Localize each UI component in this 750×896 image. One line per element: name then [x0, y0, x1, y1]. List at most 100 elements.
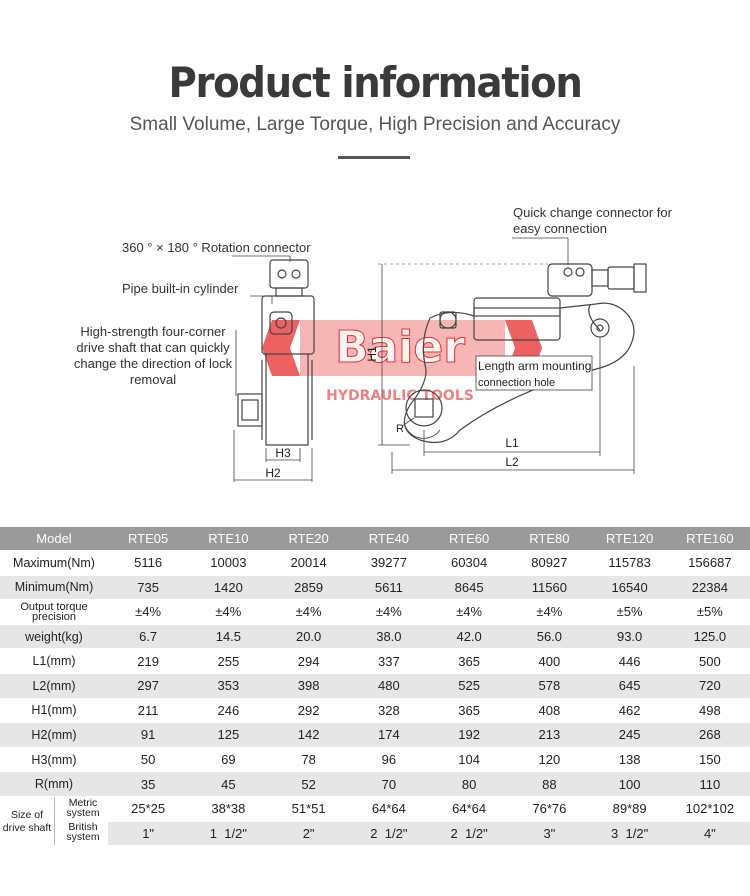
- table-cell: 353: [188, 673, 269, 699]
- watermark-sub: HYDRAULIC TOOLS: [326, 388, 474, 404]
- table-cell: 64*64: [348, 796, 429, 822]
- table-cell: 52: [268, 771, 349, 797]
- table-cell: 735: [108, 575, 189, 601]
- table-cell: 297: [108, 673, 189, 699]
- table-cell: 60304: [429, 550, 510, 576]
- drive-shaft-divider: [54, 796, 55, 845]
- header-model-col: RTE05: [108, 527, 189, 551]
- table-cell: 211: [108, 698, 189, 724]
- table-cell: 398: [268, 673, 349, 699]
- spec-table: Model RTE05 RTE10 RTE20 RTE40 RTE60 RTE8…: [0, 527, 750, 847]
- callout-arm-mounting-1: Length arm mounting: [478, 359, 591, 373]
- table-cell: ±5%: [589, 599, 670, 625]
- callout-cylinder: Pipe built-in cylinder: [122, 281, 239, 296]
- table-cell: ±5%: [669, 599, 750, 625]
- table-cell: 89*89: [589, 796, 670, 822]
- title-divider: [338, 156, 410, 159]
- side-view: [232, 255, 315, 482]
- watermark-brand: Baier: [335, 322, 465, 373]
- table-cell: 64*64: [429, 796, 510, 822]
- wrench-drawing: Baier HYDRAULIC TOOLS: [232, 237, 647, 482]
- table-cell: 142: [268, 722, 349, 748]
- table-cell: 1": [108, 821, 189, 847]
- table-cell: 645: [589, 673, 670, 699]
- arm-mounting-box: [475, 355, 593, 391]
- table-cell: 102*102: [669, 796, 750, 822]
- table-cell: 38*38: [188, 796, 269, 822]
- table-cell: 525: [429, 673, 510, 699]
- table-cell: 294: [268, 648, 349, 674]
- metric-label: Metric system: [66, 796, 100, 819]
- table-cell: 88: [509, 771, 590, 797]
- table-cell: 125.0: [669, 624, 750, 650]
- header-model-col: RTE160: [669, 527, 750, 551]
- table-cell: 720: [669, 673, 750, 699]
- table-cell: 93.0: [589, 624, 670, 650]
- table-cell: 1 1/2": [188, 821, 269, 847]
- header-model-col: RTE20: [268, 527, 349, 551]
- table-cell: 76*76: [509, 796, 590, 822]
- table-cell: 255: [188, 648, 269, 674]
- table-cell: 78: [268, 747, 349, 773]
- table-cell: 365: [429, 648, 510, 674]
- dim-h3: H3: [275, 446, 291, 460]
- table-cell: 3 1/2": [589, 821, 670, 847]
- table-cell: 80927: [509, 550, 590, 576]
- dim-h2: H2: [265, 466, 281, 480]
- table-cell: 498: [669, 698, 750, 724]
- table-cell: 42.0: [429, 624, 510, 650]
- page-subtitle: Small Volume, Large Torque, High Precisi…: [129, 114, 621, 135]
- dim-l1: L1: [505, 436, 519, 450]
- table-cell: 2 1/2": [348, 821, 429, 847]
- table-cell: 1420: [188, 575, 269, 601]
- table-cell: 11560: [509, 575, 590, 601]
- table-cell: 69: [188, 747, 269, 773]
- table-row: 1"1 1/2"2"2 1/2"2 1/2"3"3 1/2"4": [0, 821, 750, 847]
- header-model-col: RTE120: [589, 527, 670, 551]
- watermark: Baier HYDRAULIC TOOLS: [262, 320, 542, 404]
- table-cell: 51*51: [268, 796, 349, 822]
- table-cell: 245: [589, 722, 670, 748]
- table-cell: 70: [348, 771, 429, 797]
- table-cell: 120: [509, 747, 590, 773]
- table-cell: ±4%: [108, 599, 189, 625]
- dim-r: R: [396, 423, 404, 435]
- table-cell: 96: [348, 747, 429, 773]
- callout-drive-shaft: High-strength four-corner drive shaft th…: [73, 324, 233, 387]
- table-cell: 22384: [669, 575, 750, 601]
- table-cell: ±4%: [429, 599, 510, 625]
- callout-rotation: 360 ° × 180 ° Rotation connector: [122, 240, 311, 255]
- table-cell: 100: [589, 771, 670, 797]
- table-cell: 156687: [669, 550, 750, 576]
- table-cell: 5611: [348, 575, 429, 601]
- table-cell: 115783: [589, 550, 670, 576]
- row-label: L2(mm): [0, 673, 108, 699]
- row-label: H1(mm): [0, 698, 108, 724]
- page-title: Product information: [168, 58, 583, 107]
- table-cell: 328: [348, 698, 429, 724]
- table-cell: 38.0: [348, 624, 429, 650]
- table-cell: 20.0: [268, 624, 349, 650]
- table-cell: 6.7: [108, 624, 189, 650]
- table-cell: 292: [268, 698, 349, 724]
- table-cell: 104: [429, 747, 510, 773]
- table-cell: 400: [509, 648, 590, 674]
- table-cell: 8645: [429, 575, 510, 601]
- table-cell: ±4%: [509, 599, 590, 625]
- spec-header-row: Model RTE05 RTE10 RTE20 RTE40 RTE60 RTE8…: [0, 527, 750, 551]
- table-cell: 2859: [268, 575, 349, 601]
- dim-h1: H1: [365, 346, 379, 362]
- row-label: weight(kg): [0, 624, 108, 650]
- table-cell: 2": [268, 821, 349, 847]
- table-cell: 10003: [188, 550, 269, 576]
- table-cell: 578: [509, 673, 590, 699]
- table-cell: ±4%: [268, 599, 349, 625]
- row-label: R(mm): [0, 771, 108, 797]
- table-cell: 39277: [348, 550, 429, 576]
